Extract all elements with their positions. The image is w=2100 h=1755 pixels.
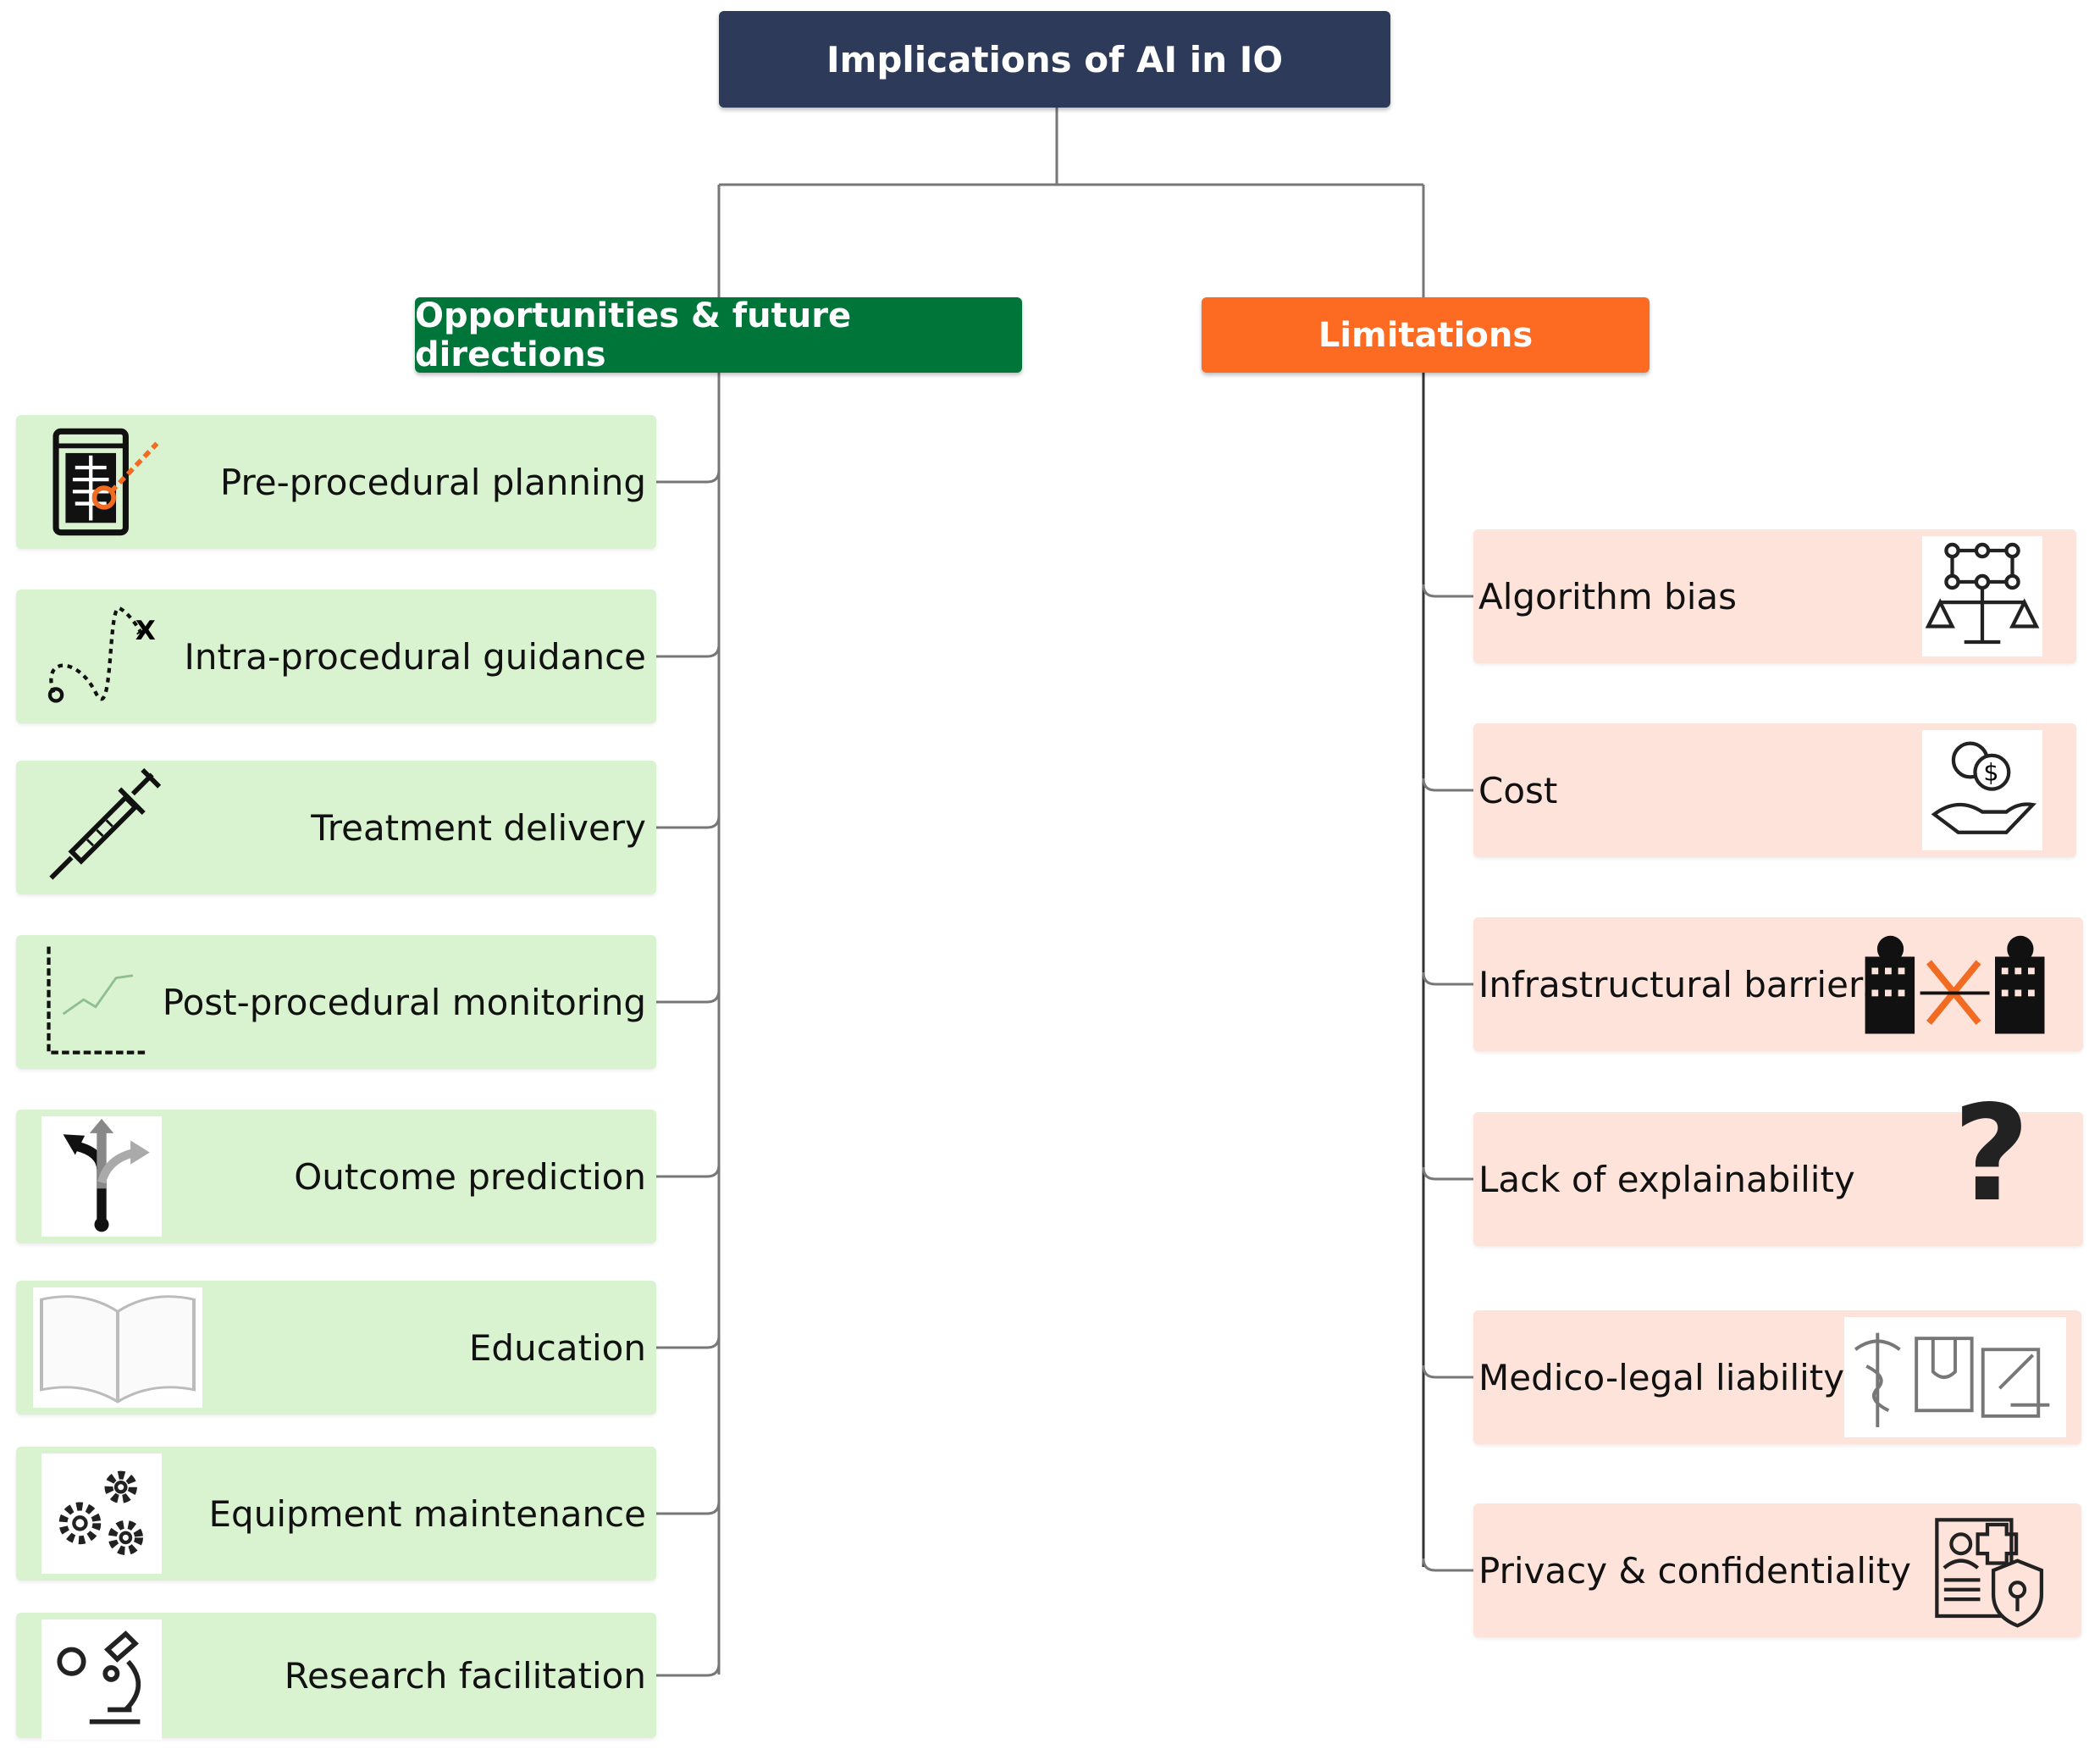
opportunity-item: Equipment maintenance: [16, 1447, 656, 1581]
item-label: Education: [468, 1326, 646, 1369]
limitation-item: Infrastructural barriers: [1473, 917, 2083, 1051]
item-connector: [1422, 1166, 1473, 1181]
split-arrows-icon: [41, 1116, 162, 1237]
opportunity-item: Outcome prediction: [16, 1110, 656, 1243]
item-connector: [656, 1501, 721, 1515]
item-label: Post-procedural monitoring: [162, 981, 646, 1023]
limitation-item: Cost $: [1473, 723, 2076, 857]
item-connector: [1422, 778, 1473, 792]
opportunity-item: X Intra-procedural guidance: [16, 590, 656, 723]
item-label: Privacy & confidentiality: [1478, 1549, 1912, 1592]
svg-text:?: ?: [1953, 1093, 2030, 1214]
item-connector: [656, 815, 721, 829]
limitations-header: Limitations: [1202, 297, 1650, 373]
opportunity-item: Treatment delivery: [16, 761, 656, 894]
opportunity-item: Research facilitation: [16, 1613, 656, 1740]
item-label: Cost: [1478, 769, 1558, 811]
limitation-item: Medico-legal liability: [1473, 1310, 2081, 1444]
limitation-item: Algorithm bias: [1473, 529, 2076, 663]
opportunity-item: Pre-procedural planning: [16, 415, 656, 549]
limitation-item: Privacy & confidentiality: [1473, 1503, 2081, 1637]
item-connector: [656, 469, 721, 484]
item-label: Intra-procedural guidance: [184, 635, 646, 678]
svg-text:X: X: [135, 616, 156, 646]
item-label: Lack of explainability: [1478, 1158, 1855, 1200]
line-chart-icon: [47, 946, 146, 1055]
hospitals-blocked-icon: [1865, 935, 2045, 1034]
item-connector: [1422, 1365, 1473, 1379]
opportunity-item: Post-procedural monitoring: [16, 935, 656, 1069]
microscope-icon: [41, 1619, 162, 1740]
open-book-icon: [33, 1287, 202, 1408]
item-connector: [656, 1663, 721, 1677]
root-node-title: Implications of AI in IO: [719, 11, 1390, 108]
hand-coins-icon: $: [1922, 730, 2042, 850]
opportunities-header: Opportunities & future directions: [415, 296, 1022, 374]
item-label: Treatment delivery: [311, 806, 646, 849]
item-label: Medico-legal liability: [1478, 1356, 1845, 1398]
syringe-icon: [49, 767, 162, 880]
opportunity-item: Education: [16, 1281, 656, 1415]
svg-text:$: $: [1983, 759, 1998, 787]
caduceus-law-icon: [1844, 1317, 2066, 1437]
item-connector: [1422, 1558, 1473, 1572]
item-connector: [656, 1164, 721, 1178]
item-connector: [1422, 972, 1473, 986]
item-label: Research facilitation: [284, 1654, 646, 1697]
root-connector: [717, 108, 1425, 297]
item-connector: [656, 1335, 721, 1349]
item-label: Pre-procedural planning: [219, 461, 646, 503]
dotted-path-icon: X: [47, 606, 156, 703]
limitation-item: Lack of explainability ?: [1473, 1093, 2083, 1246]
item-connector: [1422, 584, 1473, 598]
item-connector: [656, 989, 721, 1004]
x-ray-monitor-icon: [52, 428, 159, 536]
question-mark-icon: ?: [1953, 1093, 2030, 1214]
item-label: Outcome prediction: [294, 1155, 646, 1198]
network-scale-icon: [1922, 536, 2042, 656]
item-label: Algorithm bias: [1478, 575, 1737, 617]
item-connector: [656, 644, 721, 658]
item-label: Infrastructural barriers: [1478, 963, 1882, 1005]
item-label: Equipment maintenance: [208, 1492, 647, 1535]
gears-icon: [41, 1453, 162, 1574]
id-shield-lock-icon: [1935, 1518, 2044, 1628]
